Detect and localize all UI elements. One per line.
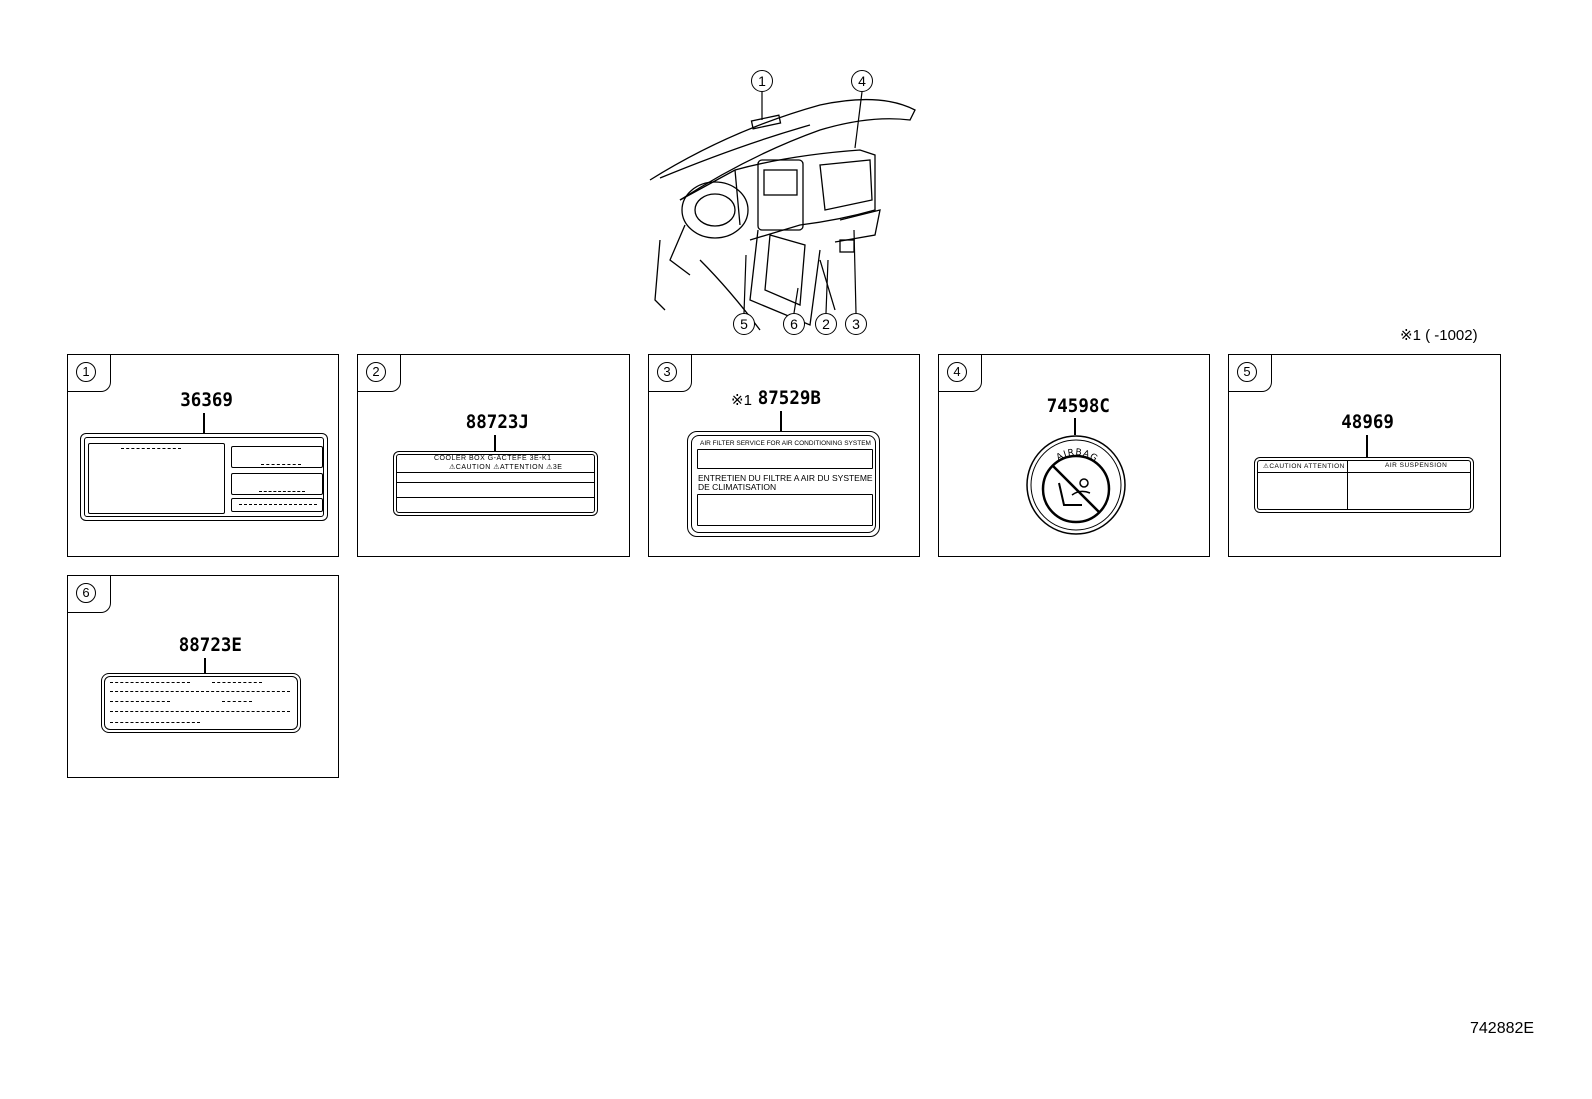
panel-6: 6 88723E xyxy=(67,575,339,778)
label-right-block-3 xyxy=(231,498,323,512)
label-text-line xyxy=(259,491,305,492)
label-text-line xyxy=(212,682,262,683)
callout-2: 2 xyxy=(815,313,837,335)
panel-index-tab: 2 xyxy=(357,354,401,392)
panel-index: 6 xyxy=(76,583,96,603)
label-divider xyxy=(1258,472,1470,473)
panel-3: 3 ※1 87529B AIR FILTER SERVICE FOR AIR C… xyxy=(648,354,920,557)
label-88723E xyxy=(101,673,301,733)
label-line-1: AIR FILTER SERVICE FOR AIR CONDITIONING … xyxy=(700,440,871,447)
label-left-header: ⚠CAUTION ATTENTION xyxy=(1263,463,1345,470)
panel-2: 2 88723J COOLER BOX G-ACTEFE 3E-K1 ⚠CAUT… xyxy=(357,354,630,557)
label-text-line xyxy=(121,448,181,449)
label-line-2: ENTRETIEN DU FILTRE A AIR DU SYSTEME xyxy=(698,473,873,483)
part-number: 74598C xyxy=(1046,395,1110,417)
label-text-line xyxy=(110,691,290,692)
label-line-3: DE CLIMATISATION xyxy=(698,482,777,492)
airbag-arc-text: AIRBAG xyxy=(1055,448,1100,465)
label-field-2 xyxy=(697,494,873,526)
callout-4: 4 xyxy=(851,70,873,92)
panel-index: 2 xyxy=(366,362,386,382)
panel-index-tab: 6 xyxy=(67,575,111,613)
label-text-line xyxy=(110,682,190,683)
label-right-header: AIR SUSPENSION xyxy=(1385,462,1448,469)
label-87529B: AIR FILTER SERVICE FOR AIR CONDITIONING … xyxy=(687,431,880,537)
dashboard-drawing xyxy=(649,91,916,331)
panel-index: 3 xyxy=(657,362,677,382)
label-warning-row: ⚠CAUTION ⚠ATTENTION ⚠3E xyxy=(449,464,563,471)
label-36369 xyxy=(80,433,328,521)
leader-line xyxy=(780,411,782,431)
panel-index: 5 xyxy=(1237,362,1257,382)
leader-line xyxy=(1366,435,1368,457)
label-divider-vertical xyxy=(1347,461,1348,509)
callout-1: 1 xyxy=(751,70,773,92)
panel-4: 4 74598C AIRBAG xyxy=(938,354,1210,557)
leader-line xyxy=(1074,418,1076,435)
part-number: 88723E xyxy=(178,634,242,656)
diagram-code: 742882E xyxy=(1470,1020,1535,1037)
footnote-ref: ※1 xyxy=(731,392,752,409)
panel-index-tab: 3 xyxy=(648,354,692,392)
callout-3: 3 xyxy=(845,313,867,335)
label-text-line xyxy=(110,722,200,723)
panel-index-tab: 1 xyxy=(67,354,111,392)
callout-5: 5 xyxy=(733,313,755,335)
part-number: 36369 xyxy=(180,389,233,411)
label-inner-frame xyxy=(691,435,876,533)
panel-index: 4 xyxy=(947,362,967,382)
callout-6: 6 xyxy=(783,313,805,335)
part-number: 88723J xyxy=(465,411,529,433)
label-48969: ⚠CAUTION ATTENTION AIR SUSPENSION xyxy=(1254,457,1474,513)
label-field-1 xyxy=(697,449,873,469)
part-number: 87529B xyxy=(757,387,821,409)
panel-index-tab: 4 xyxy=(938,354,982,392)
dashboard-illustration xyxy=(640,60,940,345)
panel-1: 1 36369 xyxy=(67,354,339,557)
part-number: 48969 xyxy=(1341,411,1394,433)
label-divider xyxy=(397,497,594,498)
leader-line xyxy=(203,413,205,433)
leader-line xyxy=(494,435,496,451)
label-right-block-2 xyxy=(231,473,323,495)
leader-line xyxy=(204,658,206,673)
footnote-marker: ※1 ( -1002) xyxy=(1400,327,1478,344)
panel-5: 5 48969 ⚠CAUTION ATTENTION AIR SUSPENSIO… xyxy=(1228,354,1501,557)
label-right-block-1 xyxy=(231,446,323,468)
panel-index: 1 xyxy=(76,362,96,382)
label-text-line xyxy=(110,701,170,702)
label-inner-frame xyxy=(104,676,298,730)
label-inner-frame xyxy=(396,454,595,513)
label-inner-frame xyxy=(84,437,324,517)
airbag-sticker: AIRBAG xyxy=(1026,435,1126,535)
label-text-line xyxy=(239,504,317,505)
label-88723J: COOLER BOX G-ACTEFE 3E-K1 ⚠CAUTION ⚠ATTE… xyxy=(393,451,598,516)
label-text-line xyxy=(222,701,252,702)
label-divider xyxy=(397,482,594,483)
panel-index-tab: 5 xyxy=(1228,354,1272,392)
label-text-line xyxy=(261,464,301,465)
label-inner-frame xyxy=(1257,460,1471,510)
label-left-block xyxy=(88,443,225,514)
label-header-text: COOLER BOX G-ACTEFE 3E-K1 xyxy=(434,455,552,462)
label-text-line xyxy=(110,711,290,712)
label-divider xyxy=(397,472,594,473)
